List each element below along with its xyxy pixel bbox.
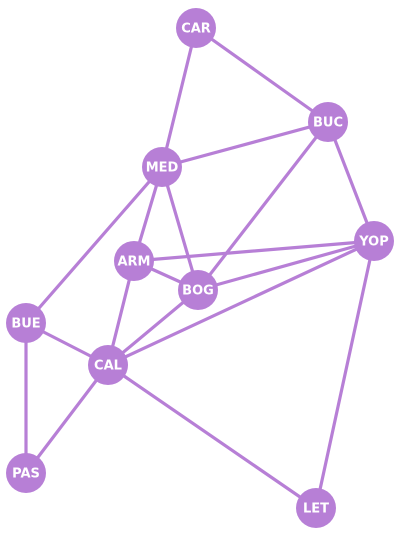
node-circle	[296, 488, 336, 528]
node-circle	[88, 345, 128, 385]
node-car: CAR	[176, 8, 216, 48]
edge-yop-cal	[106, 239, 376, 367]
edge-buc-yop	[326, 120, 376, 243]
node-pas: PAS	[6, 453, 46, 493]
edge-car-buc	[194, 26, 330, 124]
node-label: BOG	[182, 284, 214, 299]
node-label: LET	[303, 502, 329, 517]
edge-bog-yop	[196, 239, 376, 292]
node-circle	[308, 102, 348, 142]
node-let: LET	[296, 488, 336, 528]
node-buc: BUC	[308, 102, 348, 142]
node-layer: CAR BUC MED YOP ARM BOG BUE CAL PAS LET	[6, 8, 394, 528]
edge-car-med	[160, 26, 198, 169]
node-circle	[114, 241, 154, 281]
node-bue: BUE	[6, 303, 46, 343]
edge-cal-let	[106, 363, 318, 510]
node-label: YOP	[358, 235, 389, 250]
node-label: CAR	[181, 22, 211, 37]
node-arm: ARM	[114, 241, 154, 281]
edge-yop-let	[314, 239, 376, 510]
node-label: BUC	[313, 116, 343, 131]
node-circle	[176, 8, 216, 48]
node-label: BUE	[11, 317, 40, 332]
node-yop: YOP	[354, 221, 394, 261]
node-circle	[142, 147, 182, 187]
edge-med-bog	[160, 165, 200, 292]
node-label: MED	[146, 161, 179, 176]
node-label: CAL	[94, 359, 122, 374]
node-circle	[178, 270, 218, 310]
node-med: MED	[142, 147, 182, 187]
node-bog: BOG	[178, 270, 218, 310]
edge-buc-med	[160, 120, 330, 169]
node-circle	[6, 453, 46, 493]
node-circle	[354, 221, 394, 261]
edge-buc-bog	[196, 120, 330, 292]
node-circle	[6, 303, 46, 343]
edge-arm-yop	[132, 239, 376, 263]
edge-med-bue	[24, 165, 164, 325]
edge-layer	[24, 26, 376, 510]
node-label: PAS	[12, 467, 40, 482]
node-label: ARM	[117, 255, 150, 270]
node-cal: CAL	[88, 345, 128, 385]
edge-cal-pas	[24, 363, 110, 475]
